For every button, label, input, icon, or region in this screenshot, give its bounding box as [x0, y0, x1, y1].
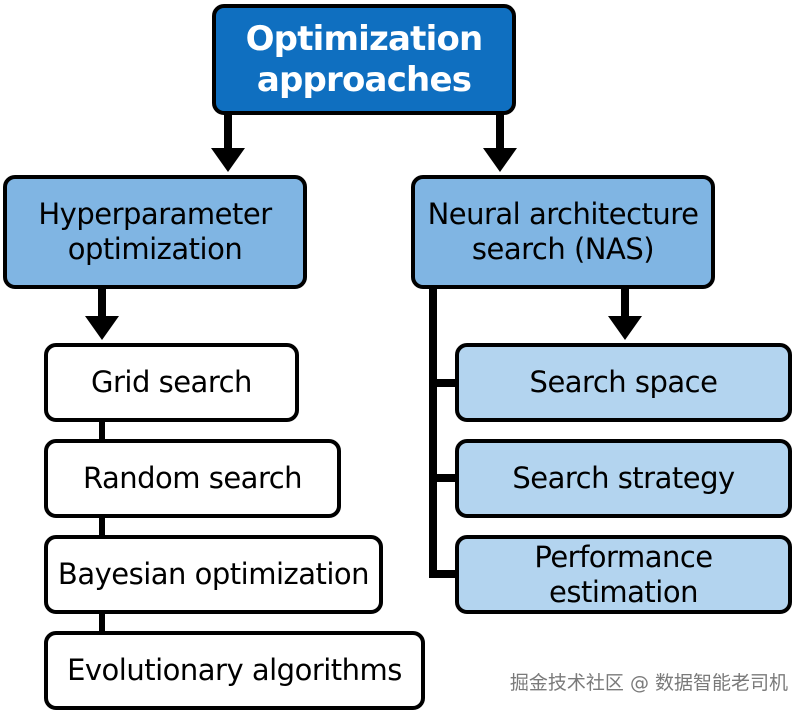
neural-architecture-search-node: Neural architecture search (NAS)	[411, 175, 715, 289]
grid-search-node: Grid search	[44, 343, 299, 422]
arrowhead-grid-search	[85, 316, 119, 340]
search-strategy-node: Search strategy	[455, 439, 792, 518]
arrowhead-nas	[483, 148, 517, 172]
random-search-node: Random search	[44, 439, 341, 518]
performance-estimation-node: Performance estimation	[455, 535, 792, 614]
watermark: 掘金技术社区 @ 数据智能老司机	[509, 672, 788, 694]
evolutionary-algorithms-node: Evolutionary algorithms	[44, 631, 425, 710]
arrowhead-search-space	[608, 316, 642, 340]
search-space-node: Search space	[455, 343, 792, 422]
arrowhead-hpo	[211, 148, 245, 172]
hyperparameter-optimization-node: Hyperparameter optimization	[3, 175, 307, 289]
root-node: Optimization approaches	[212, 4, 516, 115]
bayesian-optimization-node: Bayesian optimization	[44, 535, 383, 614]
